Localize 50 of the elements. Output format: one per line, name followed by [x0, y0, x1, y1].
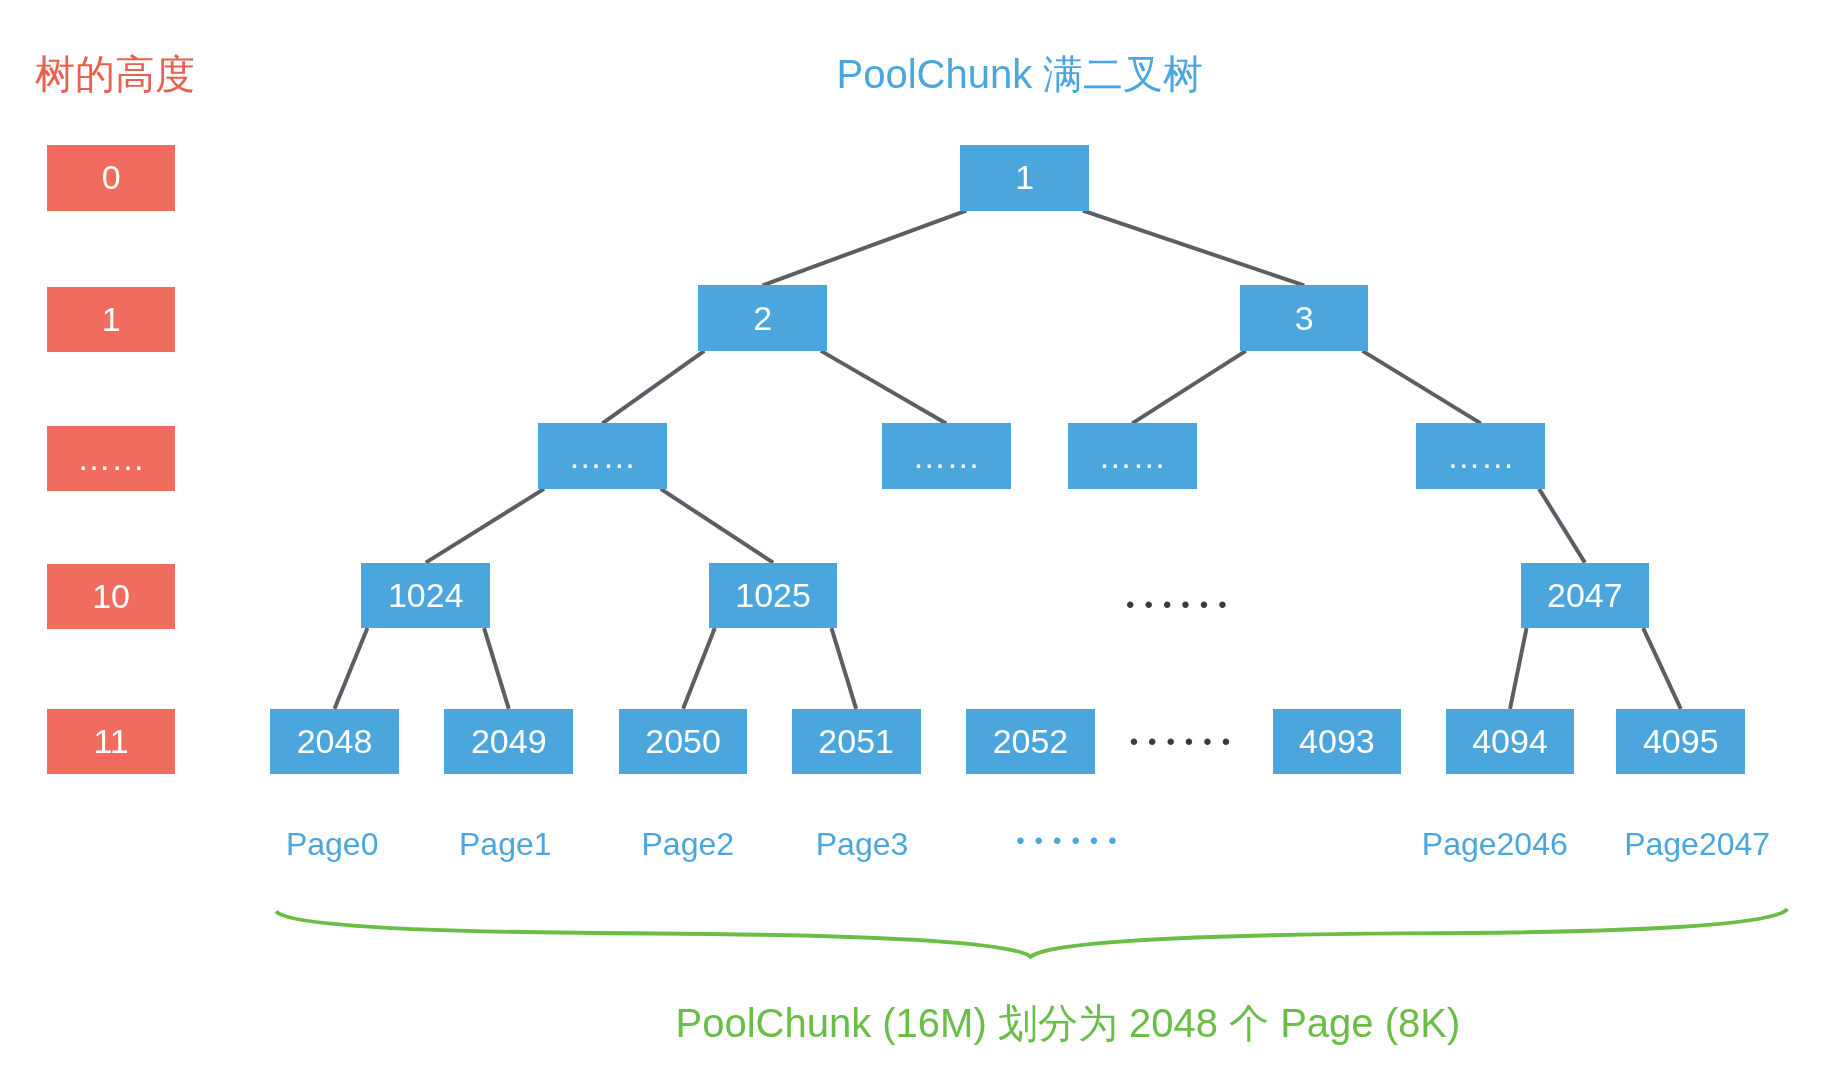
tree-edge — [829, 627, 859, 710]
tree-node-box: 2049 — [444, 708, 574, 775]
height-box: 11 — [46, 708, 176, 775]
height-box: 0 — [46, 145, 176, 211]
diagram-title: PoolChunk 满二叉树 — [836, 50, 1204, 98]
page-label: Page2 — [641, 825, 734, 863]
column-heading: 树的高度 — [34, 50, 195, 98]
tree-edge — [681, 627, 717, 710]
ellipsis-dots: •••••• — [1016, 826, 1127, 855]
tree-node-box: 4095 — [1616, 708, 1746, 775]
tree-node-box: 1024 — [361, 562, 491, 629]
tree-node-box: 3 — [1239, 285, 1369, 351]
tree-node-box: 1 — [960, 145, 1089, 211]
tree-edge — [601, 349, 706, 426]
tree-node-box: 4094 — [1445, 708, 1575, 775]
tree-edge — [659, 487, 775, 565]
tree-node-box: 2048 — [270, 708, 399, 775]
tree-edge — [332, 627, 370, 710]
tree-node-box: …… — [881, 423, 1011, 489]
page-label: Page3 — [815, 825, 909, 863]
tree-edge — [1082, 208, 1305, 288]
tree-node-box: 2047 — [1520, 562, 1650, 629]
ellipsis-dots: •••••• — [1126, 590, 1237, 619]
ellipsis-dots: •••••• — [1129, 727, 1241, 756]
tree-edge — [482, 627, 511, 710]
page-label: Page0 — [285, 825, 379, 863]
tree-node-box: 2 — [698, 285, 827, 351]
page-label: Page1 — [459, 825, 552, 863]
tree-node-box: …… — [1067, 423, 1197, 489]
tree-node-box: …… — [1416, 423, 1546, 489]
tree-node-box: …… — [538, 423, 667, 489]
page-label: Page2046 — [1421, 825, 1568, 863]
tree-node-box: 2051 — [791, 708, 921, 775]
tree-edge — [1131, 349, 1247, 426]
tree-edge — [819, 349, 948, 426]
tree-edge — [1641, 627, 1683, 710]
page-label: Page2047 — [1624, 825, 1771, 863]
tree-edge — [1508, 627, 1529, 710]
height-box: 1 — [46, 286, 176, 353]
tree-edge — [1537, 487, 1587, 564]
tree-node-box: 2052 — [966, 708, 1095, 775]
caption: PoolChunk (16M) 划分为 2048 个 Page (8K) — [675, 999, 1461, 1047]
tree-node-box: 1025 — [708, 562, 838, 629]
height-box: …… — [46, 425, 176, 492]
tree-node-box: 4093 — [1272, 708, 1402, 775]
height-box: 10 — [46, 563, 176, 630]
tree-edge — [761, 208, 967, 288]
tree-node-box: 2050 — [618, 708, 748, 775]
tree-edge — [424, 487, 546, 565]
tree-edge — [1361, 349, 1482, 426]
